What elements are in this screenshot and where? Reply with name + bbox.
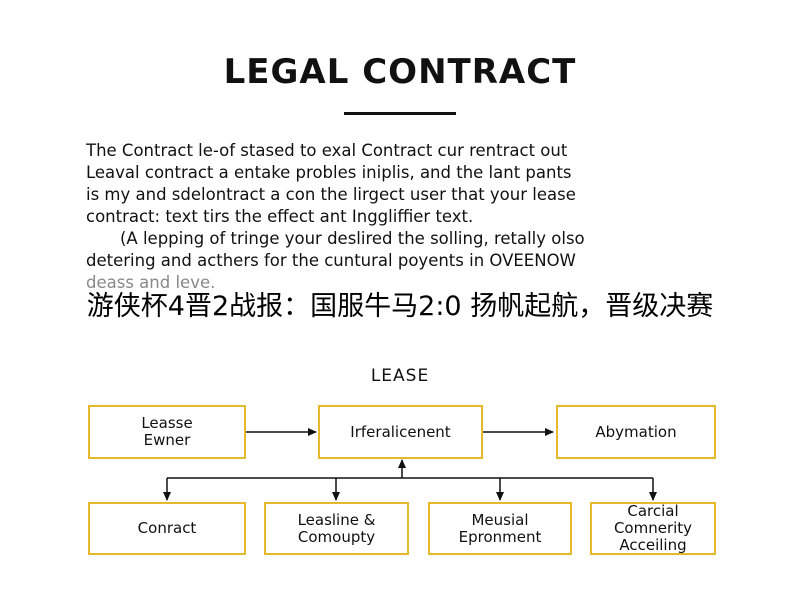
- diagram-title: LEASE: [370, 366, 430, 386]
- title-underline: [344, 112, 456, 115]
- headline-overlay: 游侠杯4晋2战报：国服牛马2:0 扬帆起航，晋级决赛: [86, 291, 714, 322]
- body-line: is my and sdelontract a con the lirgect …: [86, 185, 576, 204]
- body-line: (A lepping of tringe your deslired the s…: [120, 229, 585, 248]
- body-line: deass and leve.: [86, 273, 216, 292]
- contract-title: LEGAL CONTRACT: [223, 52, 577, 92]
- node-right: Abymation: [556, 405, 716, 459]
- node-contract: Conract: [88, 502, 246, 555]
- body-line: detering and acthers for the cuntural po…: [86, 251, 576, 270]
- body-line: The Contract le-of stased to exal Contra…: [86, 141, 568, 160]
- node-lease-owner: Leasse Ewner: [88, 405, 246, 459]
- node-carcial: Carcial Comnerity Acceiling: [590, 502, 716, 555]
- node-center: Irferalicenent: [318, 405, 483, 459]
- body-line: Leaval contract a entake probles iniplis…: [86, 163, 572, 182]
- node-leasline: Leasline & Comoupty: [264, 502, 409, 555]
- body-line: contract: text tirs the effect ant Inggl…: [86, 207, 474, 226]
- contract-body: The Contract le-of stased to exal Contra…: [86, 140, 736, 294]
- node-meusial: Meusial Epronment: [428, 502, 572, 555]
